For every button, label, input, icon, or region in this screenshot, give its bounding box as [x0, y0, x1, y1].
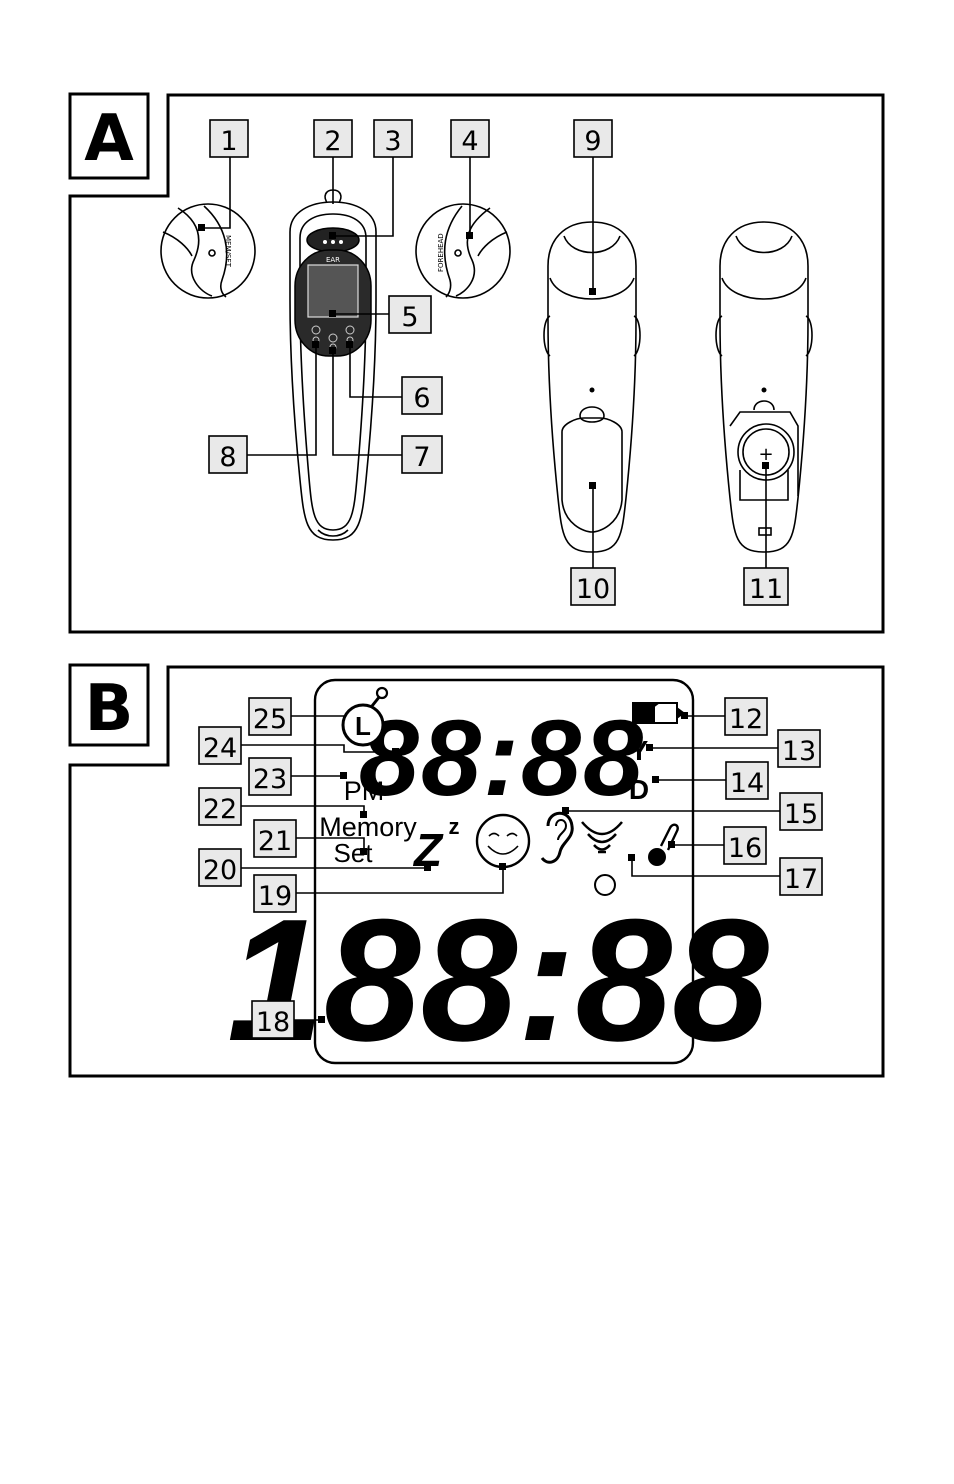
svg-text:15: 15: [784, 799, 818, 830]
callout-11: 11: [743, 567, 789, 606]
callout-8: 8: [208, 435, 248, 474]
time-date-digits: 88:88: [359, 697, 645, 818]
panel-a-leaders: [198, 157, 769, 568]
svg-text:3: 3: [384, 126, 401, 157]
year-indicator: Y: [630, 735, 649, 766]
mem-set-label: MEM/SET: [224, 235, 232, 268]
callout-3: 3: [373, 119, 413, 158]
svg-text:21: 21: [258, 826, 292, 857]
svg-text:5: 5: [401, 302, 418, 333]
svg-text:22: 22: [203, 794, 237, 825]
svg-text:18: 18: [256, 1007, 290, 1038]
callout-1: 1: [209, 119, 249, 158]
callout-23: 23: [248, 757, 292, 796]
callout-18: 18: [251, 1000, 295, 1039]
callout-15: 15: [779, 792, 823, 831]
sleep-z-small: z: [449, 814, 460, 839]
callout-4: 4: [450, 119, 490, 158]
svg-text:6: 6: [413, 383, 430, 414]
svg-text:L: L: [355, 711, 371, 741]
set-indicator: Set: [333, 838, 373, 868]
panel-b-leaders: [241, 712, 780, 1023]
svg-text:1: 1: [220, 126, 237, 157]
callout-5: 5: [388, 295, 432, 334]
thermometer-battery-view: +: [715, 221, 813, 553]
svg-text:24: 24: [203, 733, 237, 764]
forehead-waves-icon: [581, 821, 623, 854]
lcd-window: [307, 264, 359, 318]
thermometer-icon: [648, 823, 679, 866]
ear-label: EAR: [326, 256, 340, 264]
callout-17: 17: [779, 857, 823, 896]
svg-text:23: 23: [253, 764, 287, 795]
svg-text:16: 16: [728, 833, 762, 864]
callout-13: 13: [777, 729, 821, 768]
svg-text:20: 20: [203, 855, 237, 886]
callout-22: 22: [198, 787, 242, 826]
thermometer-back-view: [543, 221, 641, 553]
callout-2: 2: [313, 119, 353, 158]
callout-10: 10: [570, 567, 616, 606]
svg-text:4: 4: [461, 126, 478, 157]
ear-icon: [540, 811, 574, 864]
svg-text:11: 11: [749, 574, 783, 605]
svg-text:17: 17: [784, 864, 818, 895]
svg-text:7: 7: [413, 442, 430, 473]
svg-text:19: 19: [258, 881, 292, 912]
mem-set-button-detail: MEM/SET: [160, 203, 256, 299]
svg-text:14: 14: [730, 768, 764, 799]
dot-indicator: [594, 874, 616, 896]
callout-19: 19: [253, 874, 297, 913]
callout-6: 6: [401, 376, 443, 415]
callout-12: 12: [724, 697, 768, 736]
callout-20: 20: [198, 848, 242, 887]
svg-text:9: 9: [584, 126, 601, 157]
clock-icon: L: [341, 686, 389, 747]
panel-a-badge: A: [84, 102, 134, 176]
forehead-button-detail: FOREHEAD: [415, 203, 511, 299]
panel-a: A MEM/SET FOREHEAD E: [68, 92, 885, 634]
callout-25: 25: [248, 697, 292, 736]
svg-text:2: 2: [324, 126, 341, 157]
battery-icon: [632, 702, 685, 724]
pm-indicator: PM: [344, 776, 385, 806]
panel-a-badge-box: [68, 92, 150, 180]
panel-b: B 88:88 188:88 Y D L PM Memory Set Z z: [68, 663, 885, 1078]
panel-b-badge-box: [68, 663, 150, 747]
callout-16: 16: [723, 826, 767, 865]
panel-b-badge: B: [85, 672, 134, 746]
day-indicator: D: [629, 774, 649, 805]
callout-9: 9: [573, 119, 613, 158]
svg-text:25: 25: [253, 704, 287, 735]
svg-text:10: 10: [576, 574, 610, 605]
callout-7: 7: [401, 435, 443, 474]
svg-text:12: 12: [729, 704, 763, 735]
battery-plus-label: +: [758, 444, 773, 465]
lcd-outline: [313, 678, 695, 1065]
callout-24: 24: [198, 726, 242, 765]
callout-14: 14: [725, 761, 769, 800]
smiley-icon: [475, 813, 531, 869]
svg-text:8: 8: [219, 442, 236, 473]
forehead-label: FOREHEAD: [437, 233, 445, 272]
temperature-digits: 188:88: [227, 882, 769, 1077]
callout-21: 21: [253, 819, 297, 858]
svg-text:13: 13: [782, 736, 816, 767]
memory-indicator: Memory: [319, 812, 417, 842]
